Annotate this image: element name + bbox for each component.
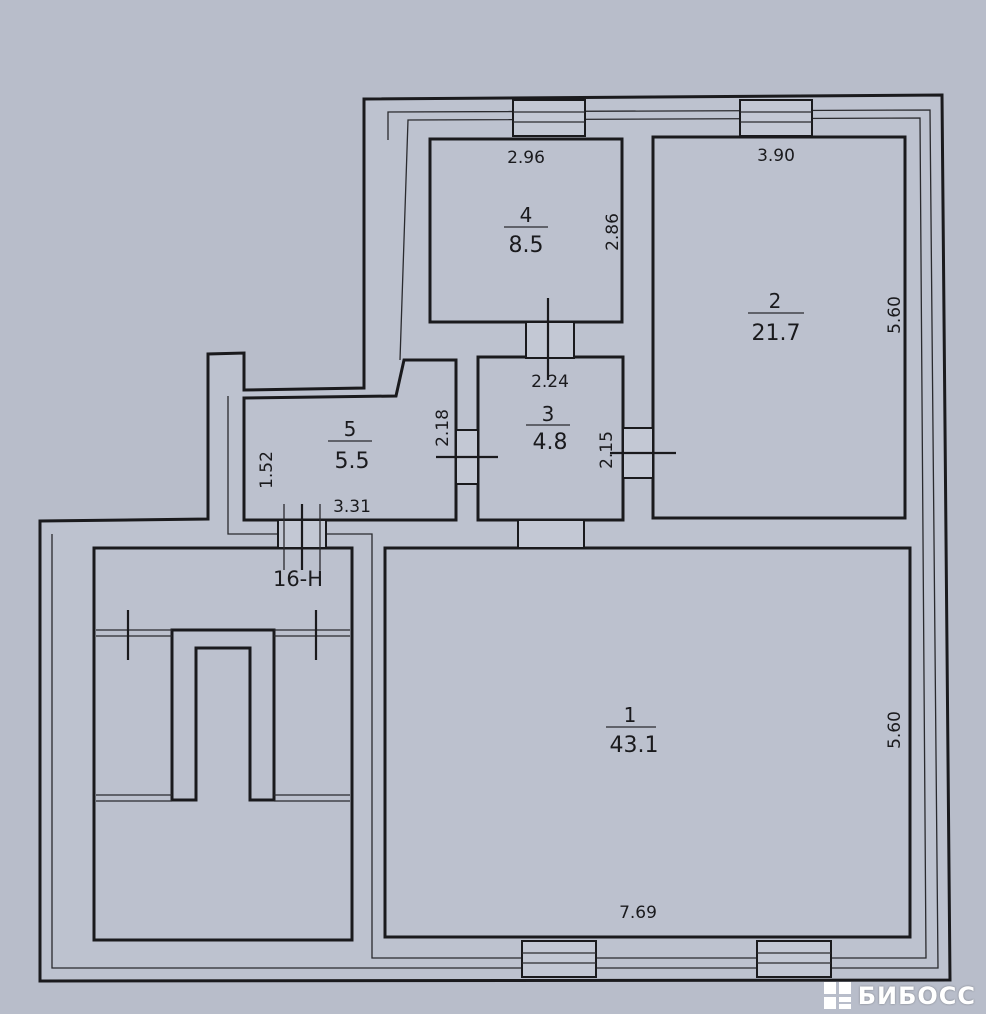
- dim-room3-width: 2.24: [531, 372, 569, 392]
- room-4-number: 4: [520, 203, 533, 227]
- room-4-area: 8.5: [509, 233, 544, 258]
- watermark-logo-icon: [823, 982, 852, 1010]
- room-1-number: 1: [624, 703, 637, 727]
- dim-room4-width: 2.96: [507, 148, 545, 168]
- room-5: [242, 358, 458, 522]
- room-3-number: 3: [542, 402, 555, 426]
- window: [521, 940, 597, 978]
- dim-room5-width: 3.31: [333, 497, 371, 517]
- stair-label: 16-H: [273, 567, 323, 591]
- room-1: [383, 546, 912, 939]
- room-1-area: 43.1: [610, 733, 659, 758]
- room-2-number: 2: [769, 289, 782, 313]
- stair-structure: [170, 628, 276, 802]
- door-3-1: [517, 519, 585, 549]
- room-4: [428, 137, 624, 324]
- dim-room4-height: 2.86: [603, 213, 623, 251]
- dim-room2-height: 5.60: [885, 296, 905, 334]
- dim-room5-height-b: 1.52: [257, 451, 277, 489]
- room-3-area: 4.8: [533, 430, 568, 455]
- dim-room1-width: 7.69: [619, 903, 657, 923]
- room-5-number: 5: [344, 417, 357, 441]
- inner-wall-line-2: [227, 117, 927, 959]
- inner-wall-line: [51, 109, 939, 969]
- stair-hall: [92, 546, 354, 942]
- room-5-area: 5.5: [335, 449, 370, 474]
- window: [739, 99, 813, 137]
- dim-room1-height: 5.60: [885, 711, 905, 749]
- room-2-area: 21.7: [752, 321, 801, 346]
- window: [512, 99, 586, 137]
- door-4-3: [525, 321, 575, 359]
- watermark-text: БИБОСС: [857, 982, 976, 1010]
- watermark: БИБОСС: [823, 982, 976, 1010]
- dim-room3-height: 2.15: [597, 431, 617, 469]
- window: [756, 940, 832, 978]
- dim-room5-height-a: 2.18: [433, 409, 453, 447]
- dim-room2-width: 3.90: [757, 146, 795, 166]
